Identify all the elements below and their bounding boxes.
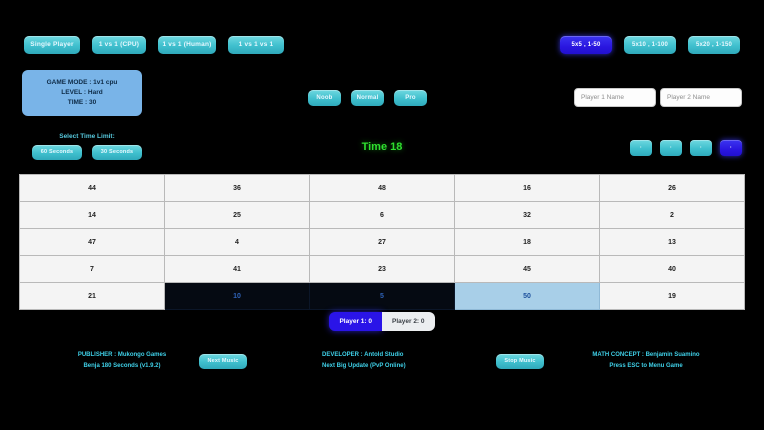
difficulty-noob[interactable]: Noob [308,90,341,106]
time-limit-section: Select Time Limit: 60 Seconds 30 Seconds [22,133,152,160]
grid-cell[interactable]: 13 [599,228,745,256]
math-line-1: MATH CONCEPT : Benjamin Suamino [592,352,700,358]
grid-cell[interactable]: 7 [19,255,165,283]
grid-cell[interactable]: 48 [309,174,455,202]
stop-music-button[interactable]: Stop Music [496,354,544,369]
player2-score[interactable]: Player 2: 0 [382,312,435,331]
table-row: 14 25 6 32 2 [19,201,745,229]
grid-cell[interactable]: 2 [599,201,745,229]
mode-1v1-human[interactable]: 1 vs 1 (Human) [158,36,216,54]
countdown-timer: Time 18 [361,141,403,153]
grid-size-5x20[interactable]: 5x20 , 1-150 [688,36,740,54]
pager-button-group: · · · · [630,140,742,156]
player1-score[interactable]: Player 1: 0 [329,312,382,331]
time-limit-button-group: 60 Seconds 30 Seconds [22,145,152,160]
game-mode-button-group: Single Player 1 vs 1 (CPU) 1 vs 1 (Human… [24,36,284,54]
mode-single-player[interactable]: Single Player [24,36,80,54]
number-grid: 44 36 48 16 26 14 25 6 32 2 47 4 27 18 1… [19,174,745,310]
grid-size-5x5[interactable]: 5x5 , 1-50 [560,36,612,54]
grid-cell[interactable]: 18 [454,228,600,256]
publisher-line-1: PUBLISHER : Mukongo Games [77,352,167,358]
grid-cell[interactable]: 27 [309,228,455,256]
player2-name-input[interactable] [660,88,742,107]
grid-cell[interactable]: 45 [454,255,600,283]
developer-line-1: DEVELOPER : Antold Studio [322,352,404,358]
grid-cell[interactable]: 10 [164,282,310,310]
time-limit-30[interactable]: 30 Seconds [92,145,142,160]
math-concept-credit: MATH CONCEPT : Benjamin Suamino Press ES… [546,350,746,371]
grid-cell[interactable]: 25 [164,201,310,229]
difficulty-pro[interactable]: Pro [394,90,427,106]
publisher-credit: PUBLISHER : Mukongo Games Benja 180 Seco… [22,350,222,371]
grid-size-button-group: 5x5 , 1-50 5x10 , 1-100 5x20 , 1-150 [560,36,740,54]
grid-cell[interactable]: 32 [454,201,600,229]
table-row: 7 41 23 45 40 [19,255,745,283]
publisher-line-2: Benja 180 Seconds (v1.9.2) [83,362,161,369]
grid-cell[interactable]: 16 [454,174,600,202]
time-limit-60[interactable]: 60 Seconds [32,145,82,160]
grid-cell[interactable]: 5 [309,282,455,310]
math-line-2: Press ESC to Menu Game [609,362,683,369]
grid-cell[interactable]: 26 [599,174,745,202]
info-time: TIME : 30 [67,99,97,107]
pager-button-4[interactable]: · [720,140,742,156]
game-info-panel: GAME MODE : 1v1 cpu LEVEL : Hard TIME : … [22,70,142,116]
player1-name-input[interactable] [574,88,656,107]
grid-size-5x10[interactable]: 5x10 , 1-100 [624,36,676,54]
table-row: 47 4 27 18 13 [19,228,745,256]
table-row: 21 10 5 50 19 [19,282,745,310]
info-game-mode: GAME MODE : 1v1 cpu [46,78,118,86]
grid-cell[interactable]: 41 [164,255,310,283]
grid-cell[interactable]: 21 [19,282,165,310]
grid-cell[interactable]: 40 [599,255,745,283]
info-level: LEVEL : Hard [61,88,103,96]
score-bar: Player 1: 0 Player 2: 0 [0,312,764,331]
mode-1v1-cpu[interactable]: 1 vs 1 (CPU) [92,36,146,54]
table-row: 44 36 48 16 26 [19,174,745,202]
developer-credit: DEVELOPER : Antold Studio Next Big Updat… [322,350,542,371]
grid-cell[interactable]: 44 [19,174,165,202]
grid-cell[interactable]: 50 [454,282,600,310]
grid-cell[interactable]: 14 [19,201,165,229]
grid-cell[interactable]: 4 [164,228,310,256]
mode-1v1v1[interactable]: 1 vs 1 vs 1 [228,36,284,54]
difficulty-button-group: Noob Normal Pro [308,90,427,106]
time-limit-label: Select Time Limit: [59,133,115,140]
player-name-fields [574,88,742,107]
developer-line-2: Next Big Update (PvP Online) [322,362,406,369]
next-music-button[interactable]: Next Music [199,354,247,369]
grid-cell[interactable]: 23 [309,255,455,283]
difficulty-normal[interactable]: Normal [351,90,384,106]
pager-button-2[interactable]: · [660,140,682,156]
pager-button-3[interactable]: · [690,140,712,156]
grid-cell[interactable]: 36 [164,174,310,202]
grid-cell[interactable]: 47 [19,228,165,256]
grid-cell[interactable]: 19 [599,282,745,310]
pager-button-1[interactable]: · [630,140,652,156]
grid-cell[interactable]: 6 [309,201,455,229]
